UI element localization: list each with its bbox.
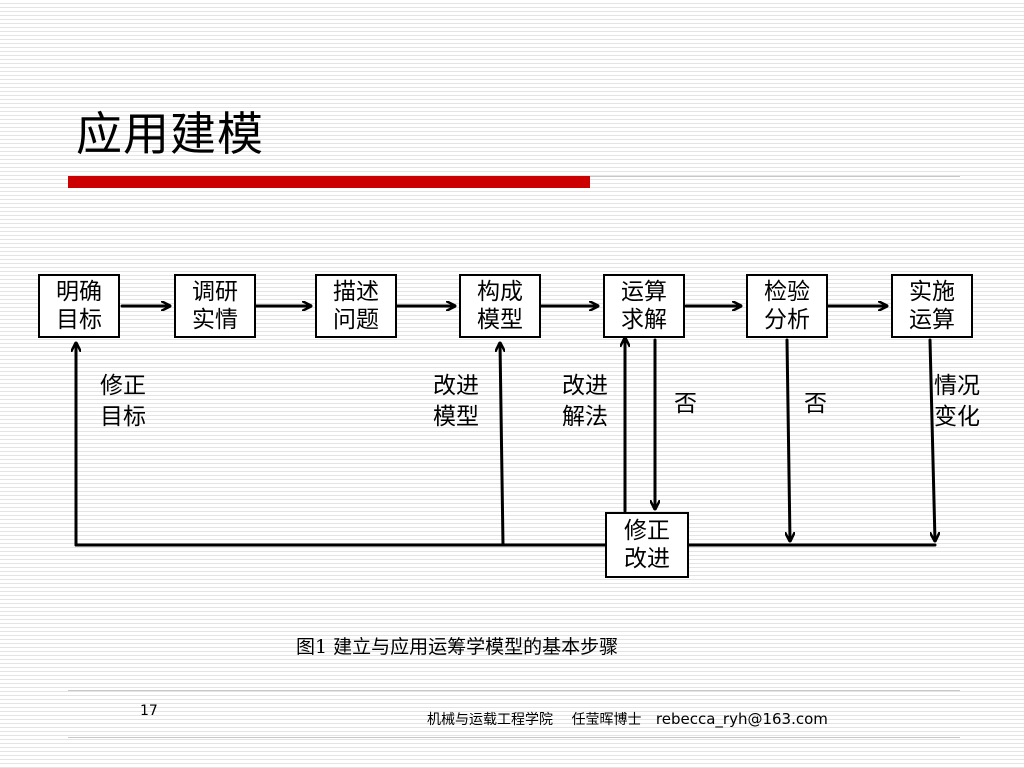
title-underline-thin <box>590 176 960 177</box>
step-box-build-model: 构成 模型 <box>459 274 541 338</box>
step-box-define-goal: 明确 目标 <box>38 274 120 338</box>
figure-caption: 图1 建立与应用运筹学模型的基本步骤 <box>296 636 619 658</box>
step-box-describe-problem: 描述 问题 <box>315 274 397 338</box>
step-box-solve: 运算 求解 <box>603 274 685 338</box>
step-box-implement: 实施 运算 <box>891 274 973 338</box>
step-box-investigate: 调研 实情 <box>174 274 256 338</box>
label-solve-no: 否 <box>674 391 697 417</box>
label-improve-model: 改进 模型 <box>433 373 479 430</box>
title-underline-red <box>68 176 590 188</box>
step-box-check-analyze: 检验 分析 <box>746 274 828 338</box>
arrow-check-no <box>787 338 790 543</box>
footer-credit: 机械与运载工程学院 任莹晖博士 rebecca_ryh@163.com <box>427 709 828 730</box>
arrow-situation-change <box>928 338 935 543</box>
footer-divider-top <box>68 690 960 691</box>
footer-author: 任莹晖博士 <box>571 712 642 728</box>
label-revise-goal: 修正 目标 <box>100 373 146 430</box>
label-improve-method: 改进 解法 <box>562 373 608 430</box>
label-situation-change: 情况 变化 <box>934 373 980 430</box>
slide-title: 应用建模 <box>76 107 264 161</box>
footer-school: 机械与运载工程学院 <box>427 712 553 728</box>
footer-email[interactable]: rebecca_ryh@163.com <box>655 710 828 728</box>
page-number: 17 <box>140 703 158 719</box>
revise-improve-box: 修正 改进 <box>605 512 689 578</box>
label-check-no: 否 <box>804 391 827 417</box>
arrow-improve-model <box>500 341 503 547</box>
footer-divider-bottom <box>68 737 960 738</box>
